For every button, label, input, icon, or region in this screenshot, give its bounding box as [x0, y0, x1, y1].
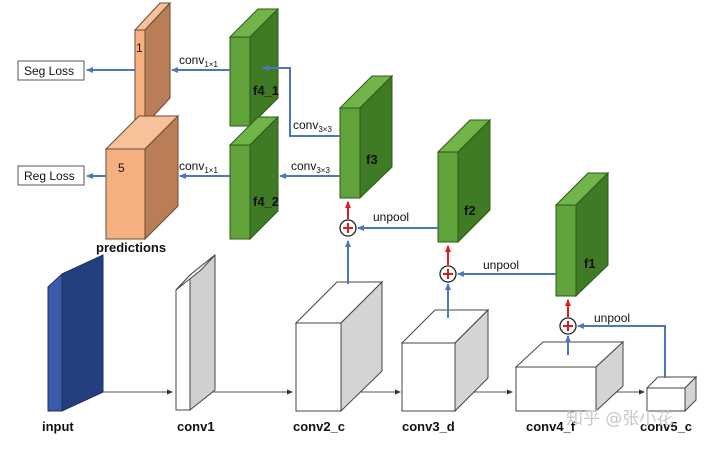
- unpool-arrow-conv5: [577, 323, 666, 378]
- conv1x1-label-seg: conv1×1: [179, 53, 218, 69]
- f2-block: [436, 118, 492, 244]
- conv5-label: conv5_c: [640, 419, 692, 434]
- input-block: [47, 254, 104, 412]
- conv3x3-label-f4-1: conv3×3: [293, 118, 332, 134]
- conv3-block: [400, 308, 490, 413]
- reg-loss-box: [17, 165, 85, 186]
- seg-loss-box: [17, 60, 85, 81]
- f4-1-label: f4_1: [253, 83, 279, 98]
- reg-loss-label: Reg Loss: [24, 169, 75, 183]
- f1-label: f1: [584, 256, 596, 271]
- conv2-block: [294, 280, 384, 413]
- conv3x3-arrow-f4-1: [262, 65, 340, 137]
- unpool-label-f2: unpool: [483, 258, 519, 272]
- f2-label: f2: [464, 203, 476, 218]
- f3-block: [338, 74, 394, 200]
- f4-2-label: f4_2: [253, 194, 279, 209]
- conv4-label: conv4_f: [526, 419, 576, 434]
- merge-circle-f2: [439, 245, 457, 283]
- unpool-label-f1: unpool: [594, 311, 630, 325]
- seg-prediction-block: [133, 1, 172, 127]
- conv3x3-label-f4-2: conv3×3: [291, 159, 330, 175]
- conv2-label: conv2_c: [293, 419, 345, 434]
- predictions-label: predictions: [96, 240, 166, 255]
- conv4-block: [514, 340, 625, 413]
- conv5-block: [645, 375, 698, 413]
- f3-label: f3: [366, 152, 378, 167]
- reg-channels-label: 5: [118, 161, 125, 175]
- seg-loss-label: Seg Loss: [24, 64, 74, 78]
- watermark: 知乎 @张小花: [566, 409, 673, 429]
- conv1-block: [175, 253, 216, 412]
- conv1-label: conv1: [177, 419, 215, 434]
- input-label: input: [42, 419, 74, 434]
- seg-channels-label: 1: [136, 41, 143, 55]
- conv1x1-label-reg: conv1×1: [179, 159, 218, 175]
- f4-2-block: [228, 115, 280, 241]
- unpool-label-f3: unpool: [373, 210, 409, 224]
- merge-circle-f3: [339, 201, 357, 237]
- conv3-label: conv3_d: [402, 419, 455, 434]
- reg-prediction-block: [104, 114, 180, 241]
- f1-block: [554, 171, 610, 298]
- merge-circle-f1: [559, 299, 577, 335]
